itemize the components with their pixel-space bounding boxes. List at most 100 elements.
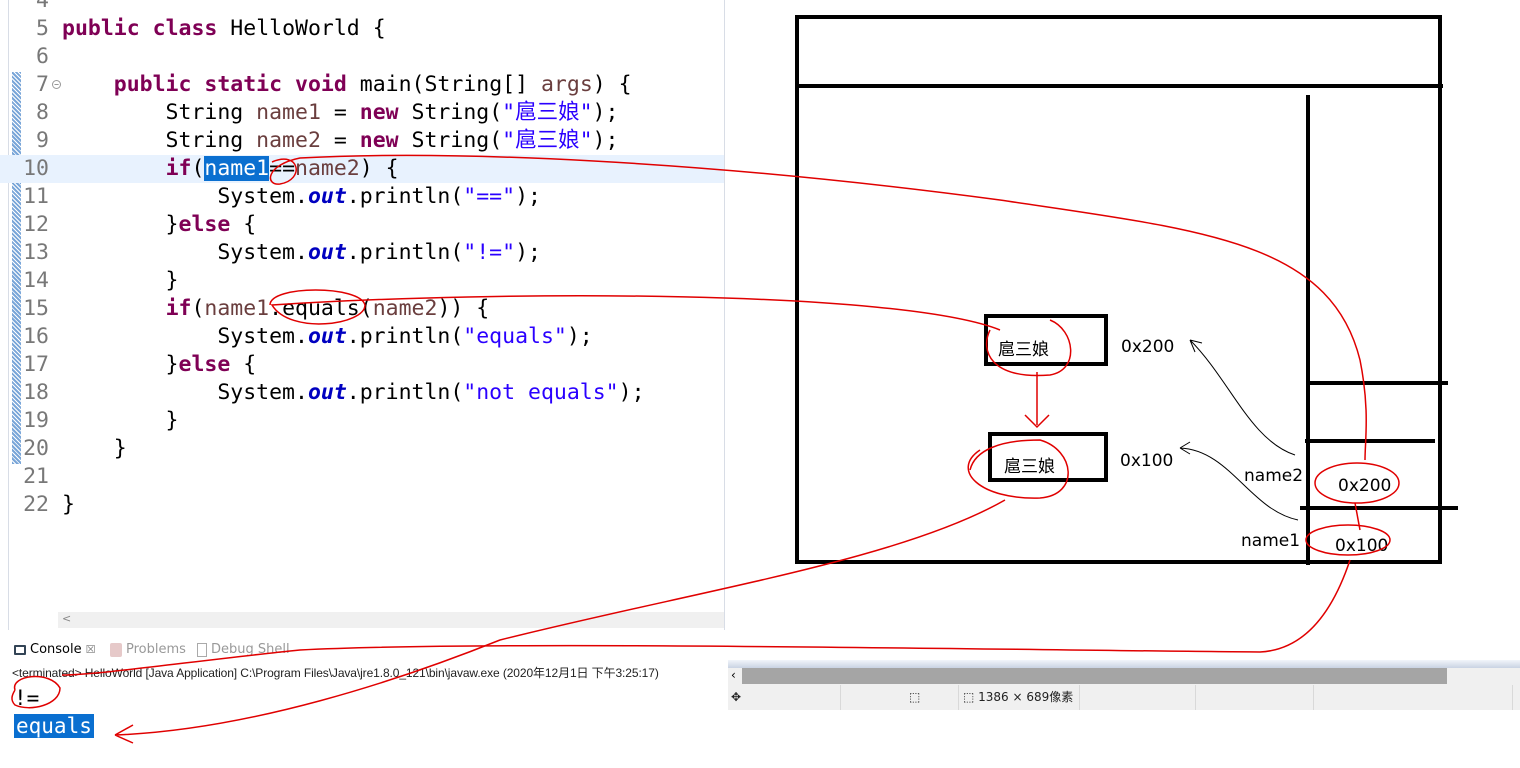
keyword: if — [165, 156, 192, 181]
code-text: } — [62, 267, 179, 295]
keyword: public — [62, 16, 140, 41]
code-line[interactable]: 7− public static void main(String[] args… — [0, 71, 724, 99]
paint-horizontal-scrollbar[interactable]: ‹ — [728, 668, 1520, 685]
code-token: main(String[] — [346, 72, 541, 97]
code-token: ) { — [592, 72, 632, 97]
line-number: 13 — [23, 240, 49, 265]
code-token: } — [62, 212, 179, 237]
code-line[interactable]: 20 } — [0, 435, 724, 463]
console-output[interactable]: != equals — [14, 684, 94, 740]
code-token: .println( — [346, 184, 464, 209]
tab-console[interactable]: Console ☒ — [14, 642, 95, 657]
code-text: String name1 = new String("扈三娘"); — [62, 99, 619, 127]
code-text: } — [62, 491, 75, 519]
scroll-left-icon[interactable]: ‹ — [731, 668, 736, 682]
code-line[interactable]: 21 — [0, 463, 724, 491]
code-token: } — [62, 352, 179, 377]
paint-canvas[interactable] — [728, 0, 1520, 660]
code-line[interactable]: 12 }else { — [0, 211, 724, 239]
keyword: static — [204, 72, 283, 97]
keyword: if — [165, 296, 192, 321]
code-token: String — [62, 128, 257, 153]
string-literal: "equals" — [463, 324, 567, 349]
code-line[interactable]: 18 System.out.println("not equals"); — [0, 379, 724, 407]
static-field: out — [307, 324, 347, 349]
code-text: String name2 = new String("扈三娘"); — [62, 127, 619, 155]
code-line[interactable]: 14 } — [0, 267, 724, 295]
line-number: 11 — [23, 184, 49, 209]
line-number: 6 — [36, 44, 49, 69]
keyword: else — [178, 352, 231, 377]
tab-label: Problems — [126, 642, 186, 657]
tab-debug-shell[interactable]: Debug Shell — [197, 642, 290, 657]
close-icon[interactable]: ☒ — [85, 643, 96, 656]
code-token: ); — [618, 380, 645, 405]
tab-label: Console — [30, 642, 82, 657]
code-line[interactable]: 15 if(name1.equals(name2)) { — [0, 295, 724, 323]
static-field: out — [307, 240, 347, 265]
code-text: } — [62, 435, 127, 463]
static-field: out — [307, 380, 347, 405]
code-token: ( — [191, 156, 205, 181]
scroll-left-icon[interactable]: < — [62, 612, 72, 625]
code-line[interactable]: 6 — [0, 43, 724, 71]
code-token: System. — [62, 240, 308, 265]
editor-border — [8, 0, 9, 630]
code-token — [62, 296, 166, 321]
code-text: } — [62, 407, 179, 435]
variable: name2 — [295, 156, 360, 181]
code-token: .println( — [346, 240, 464, 265]
fold-toggle-icon[interactable]: − — [52, 80, 61, 89]
tab-label: Debug Shell — [211, 642, 290, 657]
line-number: 9 — [36, 128, 49, 153]
code-line[interactable]: 9 String name2 = new String("扈三娘"); — [0, 127, 724, 155]
editor-horizontal-scrollbar[interactable]: < — [58, 612, 724, 628]
code-line[interactable]: 19 } — [0, 407, 724, 435]
code-token: } — [62, 408, 179, 433]
code-token: ) { — [359, 156, 399, 181]
code-line[interactable]: 11 System.out.println("=="); — [0, 183, 724, 211]
code-line[interactable]: 8 String name1 = new String("扈三娘"); — [0, 99, 724, 127]
string-literal: "==" — [463, 184, 516, 209]
code-token — [282, 72, 295, 97]
line-number: 16 — [23, 324, 49, 349]
keyword: void — [295, 72, 347, 97]
code-token — [191, 72, 204, 97]
code-token: { — [230, 212, 257, 237]
string-literal: "扈三娘" — [502, 100, 593, 125]
code-line[interactable]: 4 — [0, 0, 724, 15]
tab-problems[interactable]: Problems — [110, 642, 186, 657]
code-line[interactable]: 16 System.out.println("equals"); — [0, 323, 724, 351]
keyword: public — [113, 72, 192, 97]
code-text: System.out.println("=="); — [62, 183, 541, 211]
line-number: 21 — [23, 464, 49, 489]
code-line[interactable]: 13 System.out.println("!="); — [0, 239, 724, 267]
code-token: == — [269, 156, 296, 181]
keyword: new — [359, 128, 399, 153]
console-icon — [14, 644, 26, 655]
code-token — [62, 72, 114, 97]
debug-shell-icon — [197, 642, 207, 657]
line-number: 14 — [23, 268, 49, 293]
code-line[interactable]: 17 }else { — [0, 351, 724, 379]
zoom-cell — [1313, 685, 1513, 710]
string-literal: "not equals" — [463, 380, 619, 405]
console-line-selected: equals — [14, 714, 94, 738]
scrollbar-thumb[interactable] — [742, 668, 1447, 684]
code-line[interactable]: 10 if(name1==name2) { — [0, 155, 724, 183]
code-text: System.out.println("not equals"); — [62, 379, 645, 407]
line-number: 10 — [23, 156, 49, 181]
console-line: != — [14, 686, 40, 710]
problems-icon — [110, 642, 122, 657]
code-token: .equals( — [269, 296, 373, 321]
code-token: } — [62, 492, 75, 517]
code-token: String( — [398, 128, 503, 153]
code-token: = — [320, 100, 360, 125]
code-token: { — [230, 352, 257, 377]
keyword: class — [152, 16, 218, 41]
image-dimensions: 1386 × 689像素 — [978, 690, 1074, 704]
code-line[interactable]: 22} — [0, 491, 724, 519]
